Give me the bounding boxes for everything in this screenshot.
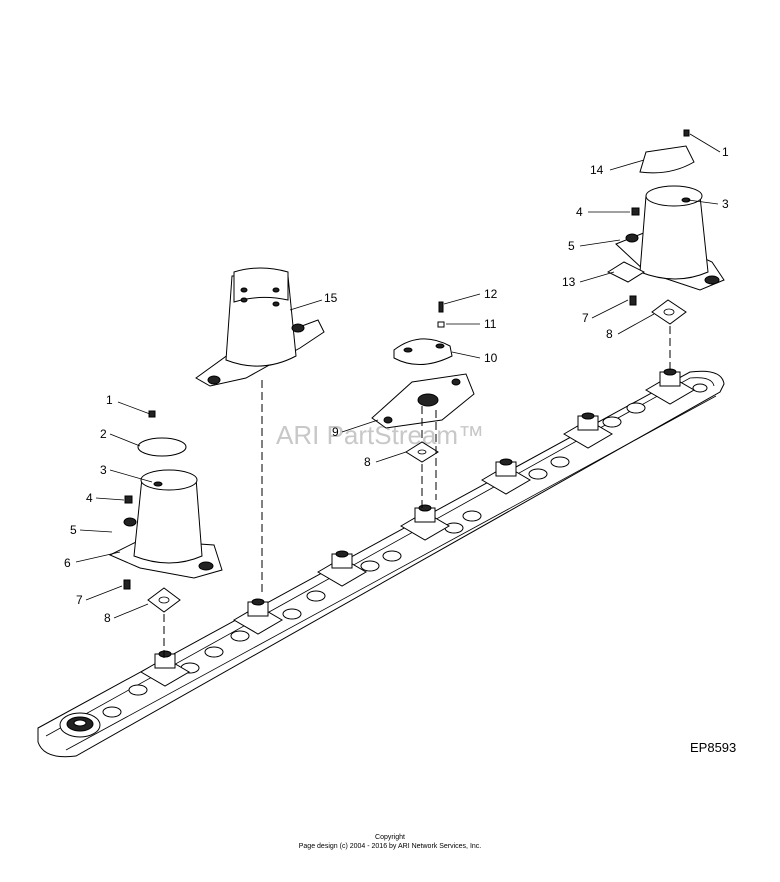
callout-labels: 1 2 3 4 5 6 7 8 9 8 10 11 12 15 1 14 3 4…: [64, 145, 729, 625]
callout-label: 4: [576, 205, 583, 219]
footer: Copyright Page design (c) 2004 - 2016 by…: [0, 833, 780, 851]
callout-label: 14: [590, 163, 604, 177]
callout-label: 7: [76, 593, 83, 607]
right-cone-assembly: [606, 129, 725, 370]
callout-label: 11: [484, 317, 497, 331]
callout-label: 8: [364, 455, 371, 469]
callout-label: 5: [568, 239, 575, 253]
callout-label: 3: [100, 463, 107, 477]
leader-lines: [75, 133, 721, 619]
gearbox-housings: [140, 368, 695, 687]
callout-label: 1: [722, 145, 729, 159]
copyright-text: Page design (c) 2004 - 2016 by ARI Netwo…: [298, 843, 482, 850]
callout-label: 12: [484, 287, 498, 301]
end-hub: [59, 712, 101, 738]
callout-label: 9: [332, 425, 339, 439]
callout-label: 4: [86, 491, 93, 505]
callout-label: 7: [582, 311, 589, 325]
middle-cover-assembly: [371, 301, 475, 512]
callout-label: 15: [324, 291, 338, 305]
callout-label: 10: [484, 351, 498, 365]
cutter-bar: [37, 368, 725, 758]
watermark: ARI PartStream™: [276, 420, 484, 450]
callout-label: 6: [64, 556, 71, 570]
callout-label: 8: [104, 611, 111, 625]
callout-label: 13: [562, 275, 576, 289]
callout-label: 5: [70, 523, 77, 537]
callout-label: 2: [100, 427, 107, 441]
callout-label: 1: [106, 393, 113, 407]
copyright-label: Copyright: [375, 834, 405, 841]
diagram-code: EP8593: [690, 740, 737, 755]
callout-label: 3: [722, 197, 729, 211]
left-cone-assembly: [108, 410, 223, 660]
callout-label: 8: [606, 327, 613, 341]
tall-cone-assembly: [195, 267, 325, 596]
